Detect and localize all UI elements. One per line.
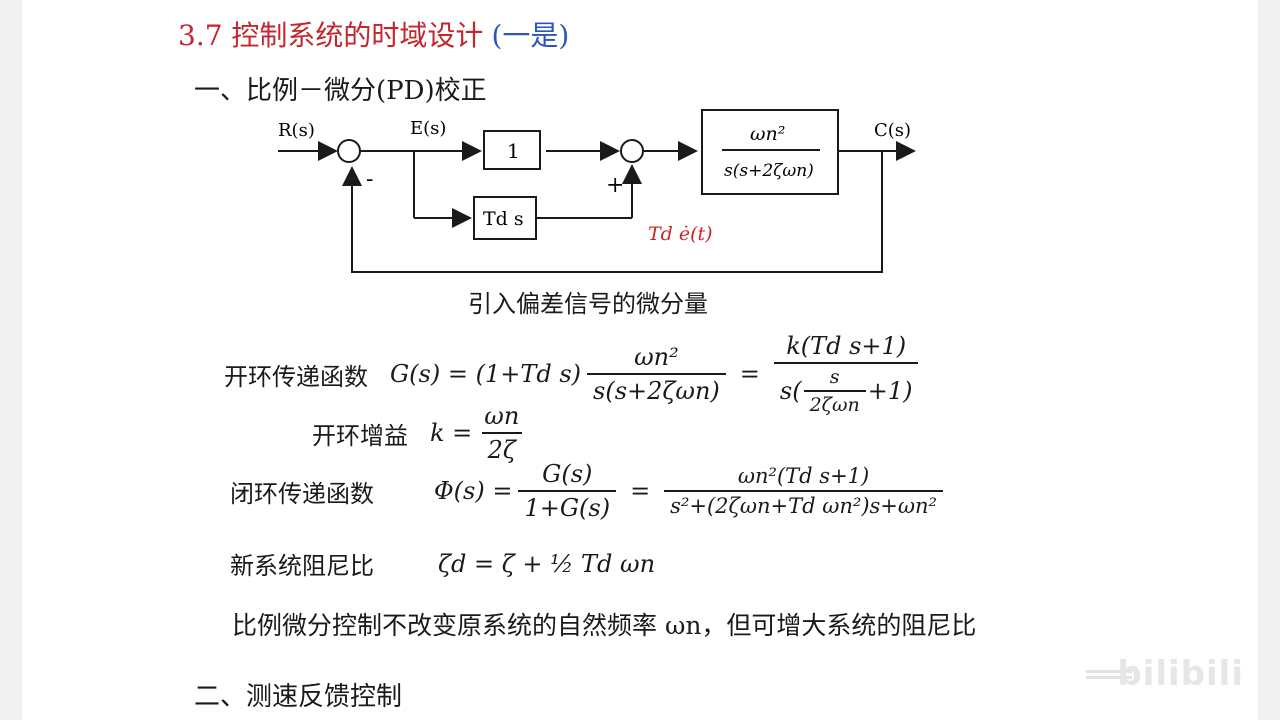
minus-sign: - bbox=[366, 167, 373, 192]
title-main: 3.7 控制系统的时域设计 bbox=[178, 19, 484, 52]
open-loop-row: 开环传递函数 G(s) = (1+Td s) ωn² s(s+2ζωn) = k… bbox=[224, 332, 924, 416]
diagram-caption: 引入偏差信号的微分量 bbox=[468, 290, 708, 318]
gain-label: 开环增益 bbox=[312, 421, 408, 450]
inner-den: 2ζωn bbox=[803, 390, 866, 416]
plant-denominator: s(s+2ζωn) bbox=[724, 161, 814, 181]
open-loop-f1-den: s(s+2ζωn) bbox=[587, 373, 726, 405]
closed-loop-equals: = bbox=[630, 477, 651, 505]
closed-loop-fraction-2: ωn²(Td s+1) s²+(2ζωn+Td ωn²)s+ωn² bbox=[664, 464, 943, 518]
input-label: R(s) bbox=[278, 120, 315, 141]
open-loop-f2-den-post: +1) bbox=[867, 377, 913, 405]
closed-loop-label: 闭环传递函数 bbox=[230, 479, 374, 508]
open-loop-f2-den-pre: s( bbox=[779, 377, 802, 405]
open-loop-lhs: G(s) = (1+Td s) bbox=[390, 360, 582, 388]
closed-loop-f2-num: ωn²(Td s+1) bbox=[737, 464, 870, 488]
open-loop-f2-num: k(Td s+1) bbox=[786, 332, 907, 360]
open-loop-f2-den: s( s 2ζωn +1) bbox=[773, 362, 919, 416]
plant-numerator: ωn² bbox=[750, 123, 785, 145]
block-diagram: R(s) - E(s) 1 Td s + Td ė(t) ωn² s(s+2ζω… bbox=[278, 109, 916, 273]
closed-loop-f1-num: G(s) bbox=[542, 460, 593, 488]
open-loop-equals: = bbox=[739, 360, 760, 388]
note-page: 3.7 控制系统的时域设计(一是) 一、比例－微分(PD)校正 R(s) - E… bbox=[22, 0, 1258, 720]
open-loop-inner-fraction: s 2ζωn bbox=[803, 366, 866, 416]
p-block bbox=[483, 130, 541, 170]
summing-junction-1 bbox=[337, 139, 361, 163]
right-margin bbox=[1258, 0, 1280, 720]
plus-sign: + bbox=[606, 173, 624, 198]
p-block-label: 1 bbox=[507, 139, 520, 163]
conclusion-text: 比例微分控制不改变原系统的自然频率 ωn，但可增大系统的阻尼比 bbox=[232, 611, 977, 640]
d-block-label: Td s bbox=[483, 208, 524, 230]
page-title: 3.7 控制系统的时域设计(一是) bbox=[178, 14, 569, 54]
gain-num: ωn bbox=[484, 402, 520, 430]
gain-row: 开环增益 k = ωn 2ζ bbox=[312, 402, 531, 464]
damping-label: 新系统阻尼比 bbox=[230, 552, 374, 580]
damping-row: 新系统阻尼比 ζd = ζ + ½ Td ωn bbox=[230, 546, 655, 581]
derivative-signal-label: Td ė(t) bbox=[648, 223, 713, 245]
open-loop-fraction-2: k(Td s+1) s( s 2ζωn +1) bbox=[773, 332, 919, 416]
closed-loop-lhs: Φ(s) = bbox=[434, 477, 513, 505]
gain-den: 2ζ bbox=[481, 432, 522, 464]
section-heading-velocity-feedback: 二、测速反馈控制 bbox=[194, 682, 403, 712]
gain-fraction: ωn 2ζ bbox=[478, 402, 525, 464]
bilibili-watermark: bilibili bbox=[1117, 654, 1244, 694]
section-heading-pd: 一、比例－微分(PD)校正 bbox=[194, 76, 487, 106]
error-label: E(s) bbox=[410, 118, 446, 139]
feedback-path bbox=[342, 151, 883, 273]
closed-loop-fraction-1: G(s) 1+G(s) bbox=[518, 460, 617, 522]
open-loop-label: 开环传递函数 bbox=[224, 362, 368, 391]
left-margin bbox=[0, 0, 22, 720]
gain-lhs: k = bbox=[430, 419, 473, 447]
open-loop-fraction-1: ωn² s(s+2ζωn) bbox=[587, 343, 726, 405]
inner-num: s bbox=[829, 366, 840, 388]
closed-loop-f2-den: s²+(2ζωn+Td ωn²)s+ωn² bbox=[664, 490, 943, 518]
watermark-bars bbox=[1086, 670, 1132, 680]
closed-loop-row: 闭环传递函数 Φ(s) = G(s) 1+G(s) = ωn²(Td s+1) … bbox=[230, 460, 949, 522]
output-label: C(s) bbox=[874, 120, 911, 141]
damping-expression: ζd = ζ + ½ Td ωn bbox=[438, 549, 656, 578]
summing-junction-2 bbox=[620, 139, 644, 163]
closed-loop-f1-den: 1+G(s) bbox=[518, 490, 617, 522]
title-note: (一是) bbox=[491, 19, 570, 52]
open-loop-f1-num: ωn² bbox=[634, 343, 679, 371]
